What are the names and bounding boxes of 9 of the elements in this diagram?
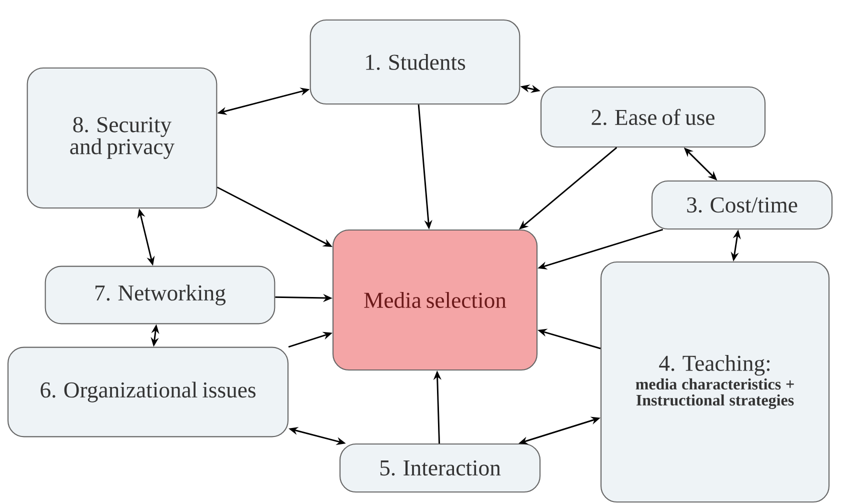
topic-box: 4. Teaching: media characteristics + Instructional strategies [600,261,830,503]
topic-box: 7. Networking [44,266,276,324]
center-box: Media selection [332,229,538,371]
topic-box: 5. Interaction [339,443,541,493]
topic-box: 2. Ease of use [540,86,766,148]
topic-box: 3. Cost/time [651,180,833,230]
topic-box: 1. Students [310,19,520,105]
topic-box: 6. Organizational issues [7,346,289,438]
topic-box: 8. Security and privacy [26,67,218,209]
